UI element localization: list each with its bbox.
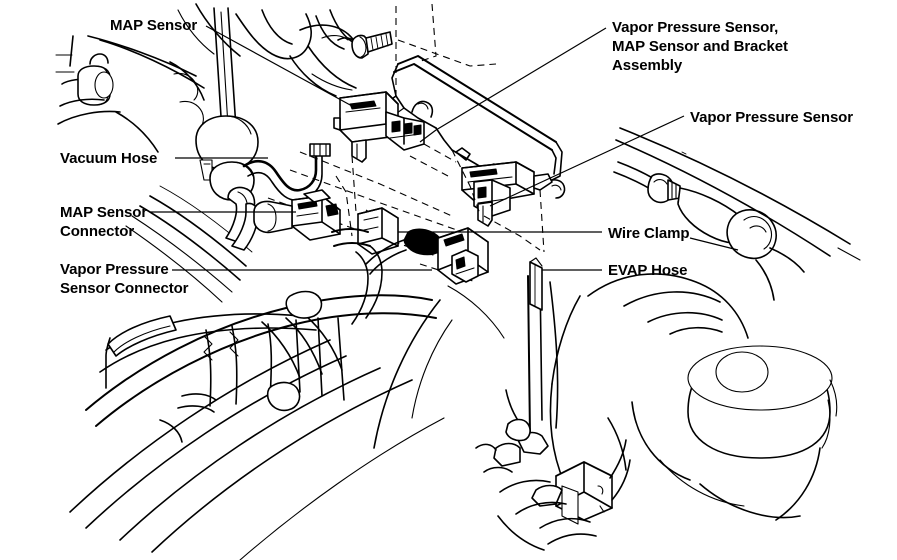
mounting-bolt bbox=[351, 31, 393, 59]
wire-clamp-body bbox=[331, 207, 399, 325]
map-sensor-body bbox=[333, 91, 425, 163]
leader-bracket-assembly-2 bbox=[419, 129, 437, 143]
map-sensor-connector-body bbox=[253, 189, 341, 241]
lower-bracket-assembly bbox=[475, 275, 631, 551]
engine-bay-background bbox=[55, 3, 358, 303]
callout-vapor-pressure-sensor-map-sensor-bracket-assembly: Vapor Pressure Sensor, MAP Sensor and Br… bbox=[612, 19, 788, 74]
evap-hose-assembly bbox=[613, 127, 861, 301]
vacuum-hose bbox=[242, 143, 331, 202]
callout-map-sensor-connector: MAP Sensor Connector bbox=[60, 204, 148, 240]
callout-wire-clamp: Wire Clamp bbox=[608, 225, 690, 242]
engine-intake-manifold bbox=[69, 290, 445, 560]
callout-vapor-pressure-sensor-connector: Vapor Pressure Sensor Connector bbox=[60, 261, 189, 297]
evap-hose-stub bbox=[529, 257, 543, 311]
throttle-body-assembly bbox=[195, 115, 259, 251]
callout-map-sensor: MAP Sensor bbox=[110, 17, 198, 34]
vapor-pressure-sensor-connector-body bbox=[365, 227, 489, 285]
leader-map-sensor bbox=[205, 25, 353, 107]
leader-vapor-pressure-sensor bbox=[489, 115, 685, 207]
leader-wire-clamp-right bbox=[689, 237, 739, 251]
callout-vacuum-hose: Vacuum Hose bbox=[60, 150, 158, 167]
engine-block-pulley bbox=[373, 273, 838, 521]
leader-bracket-assembly bbox=[435, 27, 607, 131]
callout-vapor-pressure-sensor: Vapor Pressure Sensor bbox=[690, 109, 853, 126]
leader-lines bbox=[150, 25, 739, 271]
callout-evap-hose: EVAP Hose bbox=[608, 262, 688, 279]
